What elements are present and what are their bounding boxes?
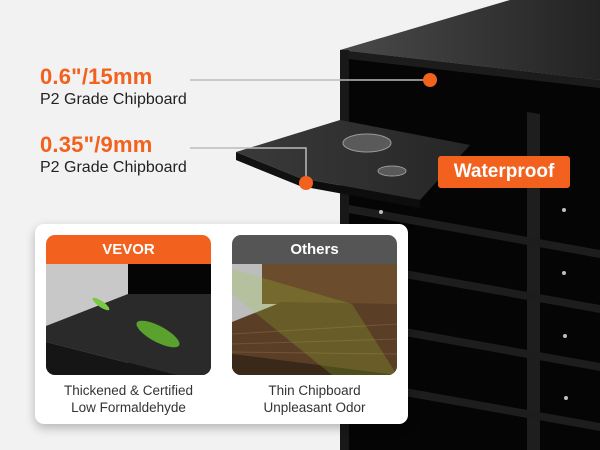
others-label: Others — [232, 235, 397, 264]
top-board-material: P2 Grade Chipboard — [40, 91, 187, 108]
others-caption: Thin Chipboard Unpleasant Odor — [263, 383, 366, 415]
top-board-thickness: 0.6"/15mm — [40, 64, 153, 89]
vevor-panel: VEVOR — [46, 235, 211, 375]
shelf-board-thickness: 0.35"/9mm — [40, 132, 153, 157]
shelf-board-material: P2 Grade Chipboard — [40, 159, 187, 176]
top-board-spec: 0.6"/15mm P2 Grade Chipboard — [40, 65, 187, 109]
wood-shelf-odor-image — [232, 264, 397, 375]
shelf-board-spec: 0.35"/9mm P2 Grade Chipboard — [40, 133, 187, 177]
others-panel: Others — [232, 235, 397, 375]
vevor-label: VEVOR — [46, 235, 211, 264]
comparison-card: VEVOR Others — [35, 224, 408, 424]
waterproof-badge: Waterproof — [438, 156, 570, 188]
black-shelf-leaf-image — [46, 264, 211, 375]
vevor-caption: Thickened & Certified Low Formaldehyde — [63, 383, 194, 415]
